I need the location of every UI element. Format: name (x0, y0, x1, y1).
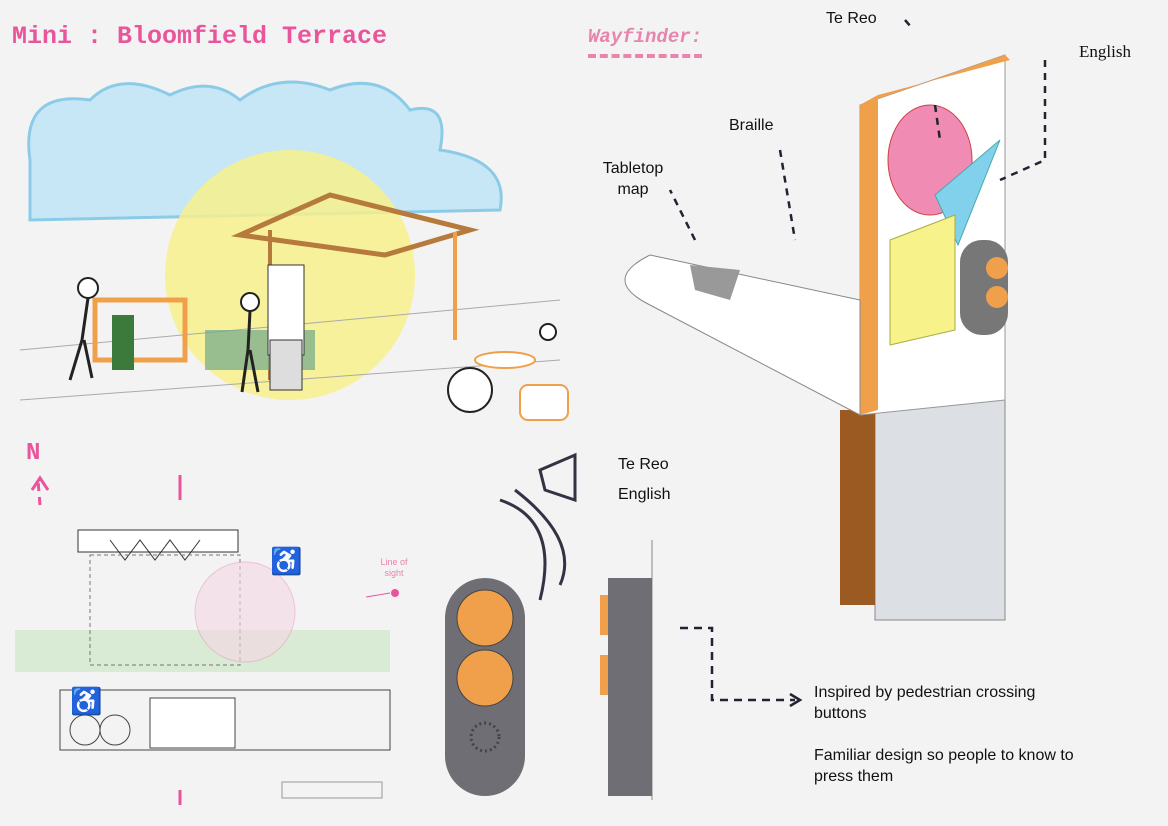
wayfinder-heading: Wayfinder: (588, 26, 703, 58)
svg-text:♿: ♿ (270, 546, 302, 576)
note-inspired: Inspired by pedestrian crossing buttons (814, 684, 1036, 722)
shelter-roof (230, 192, 480, 258)
label-english: English (1079, 42, 1131, 61)
braille-square (889, 214, 956, 346)
label-tabletop-map: Tabletop map (602, 160, 664, 198)
crossing-button-side (608, 578, 652, 796)
button-detail (445, 452, 803, 800)
line-of-sight-circle (194, 561, 296, 663)
svg-text:♿: ♿ (70, 686, 102, 716)
line-of-sight-label: Line of sight (380, 557, 408, 578)
cloud (27, 80, 503, 222)
street-scene (19, 80, 569, 421)
north-marker: N (26, 440, 41, 467)
audio-te-reo: Te Reo (618, 456, 669, 473)
page-title: Mini : Bloomfield Terrace (12, 22, 388, 51)
wayfinder-sign (624, 19, 1047, 621)
site-plan: ♿ ♿ (15, 475, 399, 805)
note-familiar: Familiar design so people to know to pre… (814, 747, 1074, 785)
label-braille: Braille (729, 117, 774, 134)
corrugated-post (874, 379, 1006, 621)
audio-english: English (618, 486, 671, 503)
label-te-reo: Te Reo (826, 10, 877, 27)
tabletop (624, 254, 861, 416)
